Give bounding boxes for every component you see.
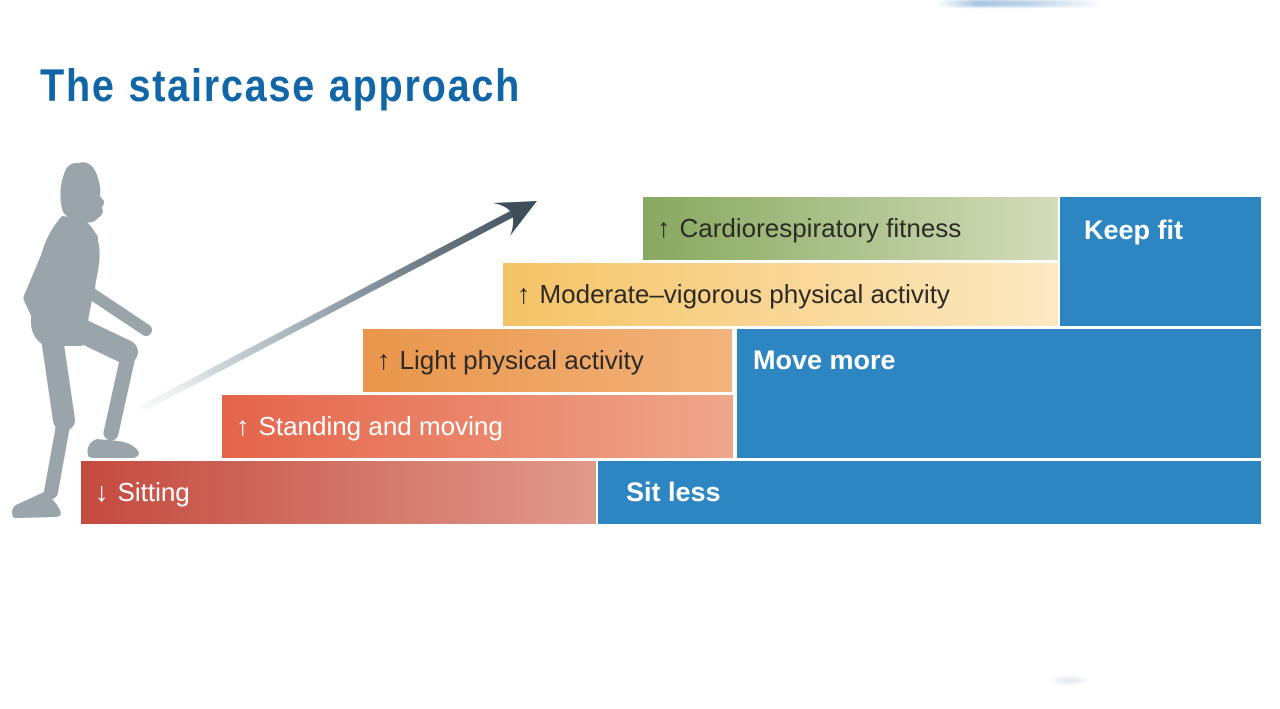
goal-move-more: Move more xyxy=(737,329,1261,458)
goal-keep-fit: Keep fit xyxy=(1060,197,1261,326)
step-standing-and-moving: ↑ Standing and moving xyxy=(222,395,733,458)
decorative-swoosh-top xyxy=(935,0,1105,7)
step-label: Cardiorespiratory fitness xyxy=(679,213,962,243)
step-label: Standing and moving xyxy=(258,411,503,441)
goal-label: Sit less xyxy=(626,477,721,507)
goal-label: Keep fit xyxy=(1084,215,1184,245)
step-moderate-vigorous-physical-activity: ↑ Moderate–vigorous physical activity xyxy=(503,263,1058,326)
up-arrow-icon: ↑ xyxy=(236,411,250,441)
goal-label: Move more xyxy=(753,345,896,375)
down-arrow-icon: ↓ xyxy=(95,477,109,507)
step-sitting: ↓ Sitting xyxy=(81,461,596,524)
ascending-arrow-icon xyxy=(139,201,537,413)
up-arrow-icon: ↑ xyxy=(657,213,671,243)
goal-sit-less: Sit less xyxy=(598,461,1261,524)
step-label: Light physical activity xyxy=(399,345,644,375)
person-climbing-stairs-icon xyxy=(12,162,152,518)
decorative-swoosh-bottom xyxy=(1046,676,1092,685)
page-title: The staircase approach xyxy=(40,60,522,111)
up-arrow-icon: ↑ xyxy=(377,345,391,375)
step-light-physical-activity: ↑ Light physical activity xyxy=(363,329,732,392)
step-label: Moderate–vigorous physical activity xyxy=(539,279,950,309)
step-label: Sitting xyxy=(117,477,190,507)
step-cardiorespiratory-fitness: ↑ Cardiorespiratory fitness xyxy=(643,197,1058,260)
up-arrow-icon: ↑ xyxy=(517,279,531,309)
